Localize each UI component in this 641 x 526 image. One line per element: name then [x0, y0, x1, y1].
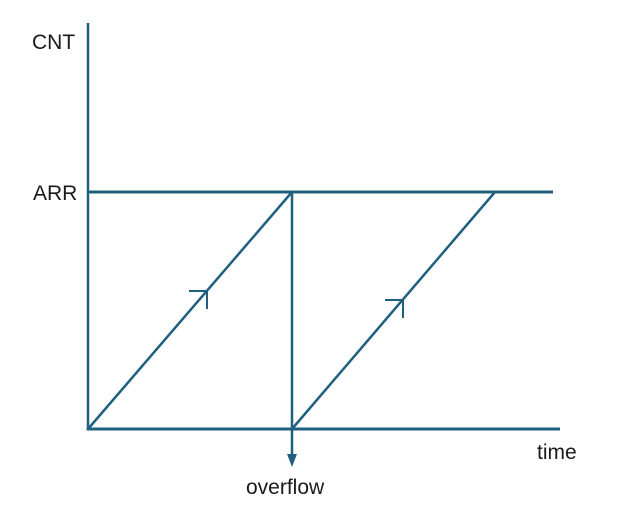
- ramp-direction-arrow-2: [385, 299, 404, 318]
- counter-ramp-2: [291, 191, 496, 430]
- x-axis-label: time: [537, 441, 577, 464]
- y-axis-label: CNT: [32, 31, 76, 54]
- ramp-direction-arrow-1: [189, 290, 208, 309]
- overflow-label: overflow: [246, 476, 325, 499]
- counter-ramp-1: [87, 191, 293, 430]
- arr-level-label: ARR: [33, 182, 78, 205]
- overflow-arrowhead-icon: [287, 454, 297, 467]
